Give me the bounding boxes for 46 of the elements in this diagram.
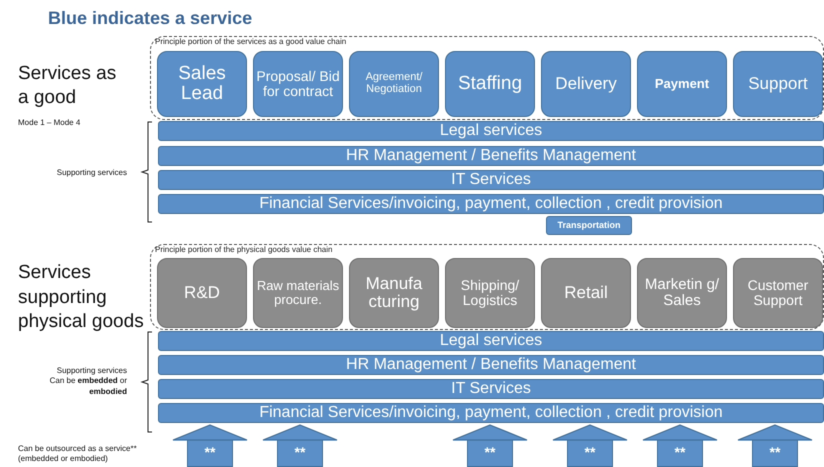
activity-box: Manufa cturing [349, 258, 439, 328]
service-tag: Transportation [546, 216, 632, 235]
activity-box: Marketin g/ Sales [637, 258, 727, 328]
service-box: Sales Lead [157, 51, 247, 117]
group-heading: Principle portion of the physical goods value chain [155, 245, 332, 254]
arrow-stem-box: ** [567, 440, 613, 467]
activity-box: Retail [541, 258, 631, 328]
activity-box: R&D [157, 258, 247, 328]
service-bar: Financial Services/invoicing, payment, collection , credit provision [158, 403, 824, 423]
note: Supporting services Can be embedded or embodied [48, 366, 127, 398]
service-box: Staffing [445, 51, 535, 117]
service-bar: Financial Services/invoicing, payment, collection , credit provision [158, 194, 824, 214]
service-bar: HR Management / Benefits Management [158, 355, 824, 375]
arrow-stem-box: ** [467, 440, 513, 467]
service-bar: Legal services [158, 121, 824, 141]
service-box: Delivery [541, 51, 631, 117]
arrow-stem-box: ** [187, 440, 233, 467]
block-arrow-head [262, 424, 338, 441]
activity-box: Customer Support [733, 258, 823, 328]
service-box: Proposal/ Bid for contract [253, 51, 343, 117]
block-arrow-head [452, 424, 528, 441]
note: Supporting services [56, 168, 127, 177]
group-heading: Principle portion of the services as a good value chain [155, 37, 346, 46]
section-heading: Services as a good [18, 62, 118, 110]
section-heading: Services supporting physical goods [18, 261, 145, 334]
service-bar: IT Services [158, 170, 824, 190]
note: Can be outsourced as a service** (embedded or embodied) [18, 444, 138, 465]
arrow-stem-box: ** [657, 440, 703, 467]
block-arrow-head [642, 424, 718, 441]
diagram-title: Blue indicates a service [48, 8, 252, 29]
service-box: Payment [637, 51, 727, 117]
note: Mode 1 – Mode 4 [18, 118, 80, 127]
service-bar: IT Services [158, 379, 824, 399]
service-bar: HR Management / Benefits Management [158, 146, 824, 166]
arrow-stem-box: ** [752, 440, 798, 467]
service-box: Support [733, 51, 823, 117]
service-bar: Legal services [158, 331, 824, 351]
block-arrow-head [737, 424, 813, 441]
activity-box: Shipping/ Logistics [445, 258, 535, 328]
block-arrow-head [552, 424, 628, 441]
arrow-stem-box: ** [277, 440, 323, 467]
service-box: Agreement/ Negotiation [349, 51, 439, 117]
block-arrow-head [172, 424, 248, 441]
activity-box: Raw materials procure. [253, 258, 343, 328]
dashed-group-outline [150, 36, 824, 120]
dashed-group-outline [150, 244, 824, 330]
